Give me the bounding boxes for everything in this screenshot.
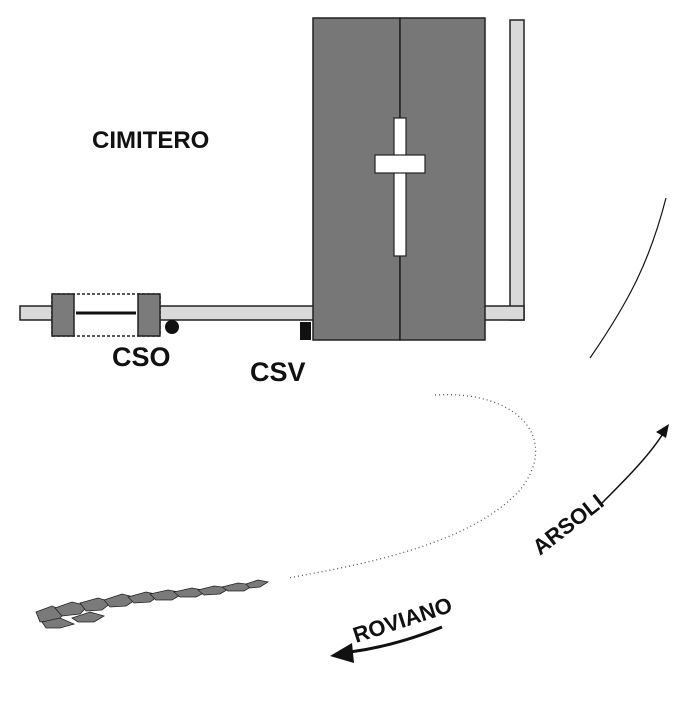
rubble bbox=[35, 579, 270, 629]
cemetery-building bbox=[312, 17, 486, 341]
pipe-device bbox=[51, 293, 161, 337]
arsoli-label: ARSOLI bbox=[528, 489, 609, 560]
dotted-track bbox=[287, 394, 537, 579]
road-edge-curve bbox=[589, 197, 667, 359]
csv-marker bbox=[300, 322, 311, 340]
pipe-vertical bbox=[509, 19, 525, 321]
cross-icon bbox=[374, 117, 426, 257]
csv-label: CSV bbox=[250, 357, 306, 387]
cso-label: CSO bbox=[112, 342, 171, 372]
cemetery-label: CIMITERO bbox=[92, 127, 209, 154]
cso-marker bbox=[165, 320, 179, 334]
pipe-elbow bbox=[483, 305, 525, 321]
roviano-arrow bbox=[330, 625, 443, 663]
arsoli-arrow bbox=[599, 424, 669, 506]
